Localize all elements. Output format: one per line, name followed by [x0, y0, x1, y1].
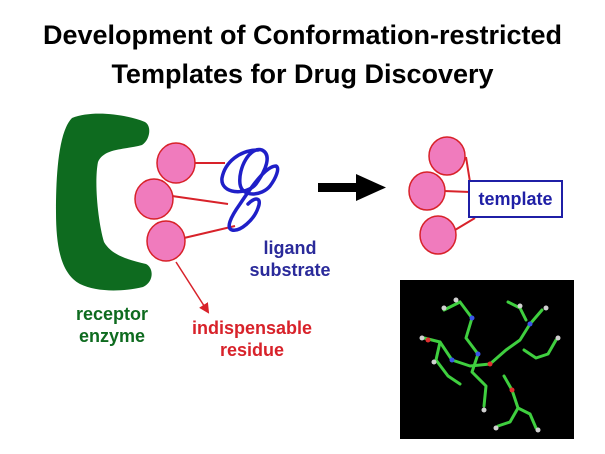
- receptor-label-line1: receptor: [75, 304, 149, 324]
- residue-connector-middle: [171, 195, 229, 205]
- ligand-scribble: [220, 147, 280, 232]
- template-connector-bottom: [454, 217, 476, 231]
- receptor-shape: [56, 113, 152, 291]
- residue-circle-bottom: [146, 220, 186, 262]
- residue-circle-top: [156, 142, 196, 184]
- ligand-label-line1: ligand: [263, 238, 317, 258]
- template-residue-top: [428, 136, 466, 176]
- title-line-1: Development of Conformation-restricted: [42, 20, 563, 50]
- molecule-image: [400, 280, 574, 439]
- ligand-label: ligand substrate: [240, 237, 340, 281]
- molecular-model-icon: [419, 297, 561, 433]
- residue-label: indispensable residue: [177, 317, 327, 361]
- transform-arrow: [318, 174, 386, 201]
- template-residue-middle: [408, 171, 446, 211]
- receptor-label: receptor enzyme: [62, 303, 162, 347]
- residue-pointer-arrow: [175, 261, 210, 314]
- residue-label-line2: residue: [219, 340, 285, 360]
- template-connector-middle: [443, 190, 471, 193]
- template-connector-top: [465, 156, 471, 183]
- template-box: template: [468, 180, 563, 218]
- title-line-2: Templates for Drug Discovery: [111, 59, 494, 89]
- residue-connector-bottom: [183, 225, 236, 239]
- residue-label-line1: indispensable: [191, 318, 313, 338]
- residue-circle-middle: [134, 178, 174, 220]
- receptor-label-line2: enzyme: [78, 326, 146, 346]
- template-residue-bottom: [419, 215, 457, 255]
- ligand-label-line2: substrate: [249, 260, 331, 280]
